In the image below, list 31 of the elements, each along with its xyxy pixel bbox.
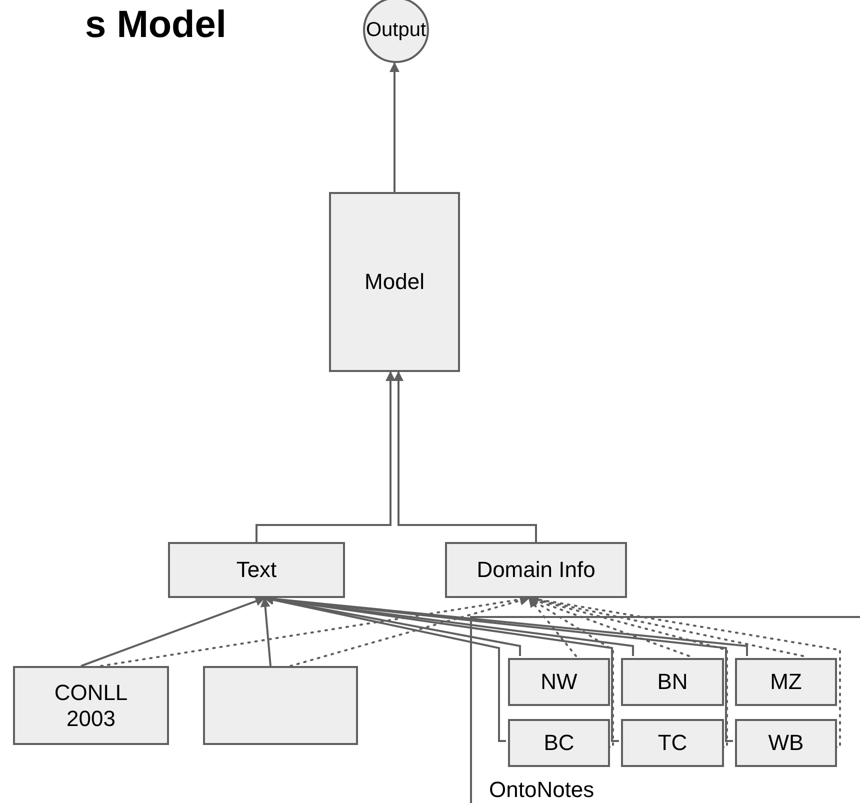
node-label: NW	[540, 669, 578, 695]
node-label: BN	[656, 669, 689, 695]
node-label: MZ	[769, 669, 803, 695]
node-label: Output	[366, 18, 426, 42]
process-box	[735, 658, 837, 706]
node-label: CONLL 2003	[53, 680, 129, 732]
process-box	[508, 658, 610, 706]
node-label: BC	[542, 730, 576, 756]
process-box	[203, 666, 358, 745]
node-label: WB	[767, 730, 805, 756]
process-box	[329, 192, 460, 372]
diagram-title: s Model	[85, 4, 226, 47]
process-box	[168, 542, 345, 598]
arrow	[260, 597, 272, 666]
node-label: Text	[235, 557, 278, 583]
dotted-arrow	[528, 597, 577, 657]
process-box	[13, 666, 169, 745]
process-box	[621, 658, 724, 706]
process-box	[445, 542, 627, 598]
group-label: OntoNotes	[489, 779, 594, 801]
process-box	[621, 719, 724, 767]
arrow	[256, 371, 396, 542]
process-box	[735, 719, 837, 767]
arrow	[390, 62, 400, 192]
node-label: Domain Info	[476, 557, 596, 583]
node-label: Model	[364, 269, 426, 295]
process-box	[508, 719, 610, 767]
node-label: TC	[656, 730, 688, 756]
arrow	[394, 371, 537, 542]
arrow	[80, 596, 266, 667]
group-frame	[470, 616, 860, 803]
